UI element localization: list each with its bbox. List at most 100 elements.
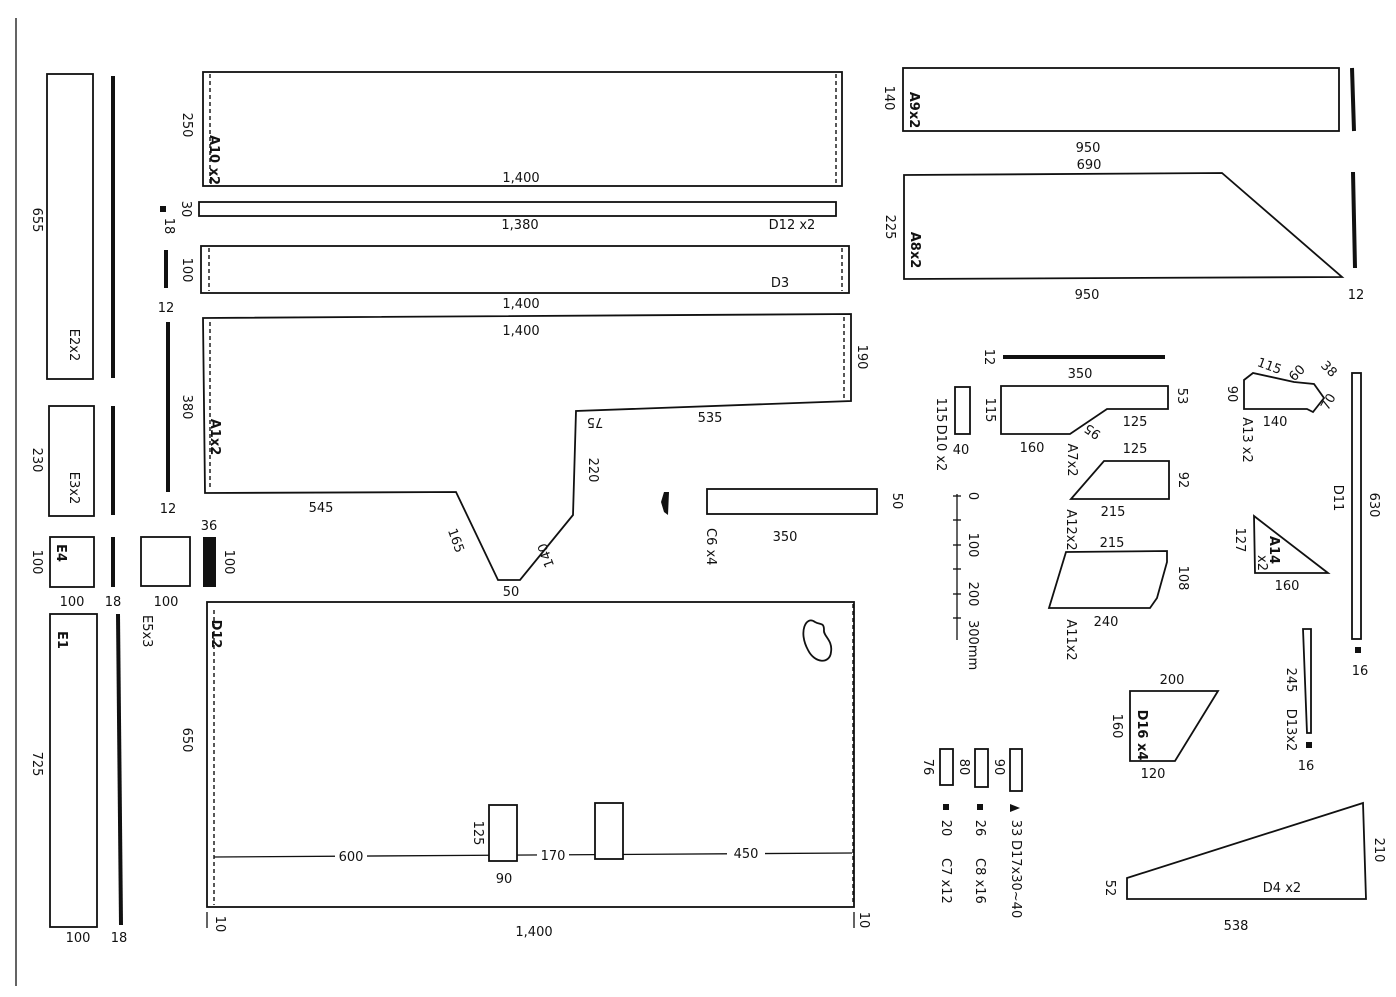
part-label-a12: A12x2 bbox=[1063, 509, 1078, 550]
dimension-label-a1-545: 545 bbox=[309, 501, 334, 516]
dimension-label-d3-h: 100 bbox=[179, 258, 194, 283]
dimension-label-a1-r: 190 bbox=[854, 345, 869, 370]
dimension-label-a7-53: 53 bbox=[1174, 388, 1189, 405]
dimension-label-a1-75: 75 bbox=[587, 414, 604, 429]
dimension-label-a11-108: 108 bbox=[1175, 566, 1190, 591]
dimension-label-a7-12: 12 bbox=[981, 349, 996, 366]
dimension-label-a7-125: 125 bbox=[1123, 415, 1148, 430]
dimension-label-e2-h: 655 bbox=[29, 208, 44, 233]
part-label-a8: A8x2 bbox=[907, 232, 922, 269]
dimension-label-a13-38: 38 bbox=[1317, 358, 1339, 380]
dimension-label-a9-h: 140 bbox=[881, 86, 896, 111]
dimension-label-e3-h: 230 bbox=[29, 448, 44, 473]
part-d4: 52 210 D4 x2 538 bbox=[1102, 801, 1386, 934]
part-a8: 690 225 A8x2 950 12 bbox=[882, 158, 1364, 303]
dimension-label-a13-70: 70 bbox=[1318, 391, 1339, 413]
part-a12: 125 92 215 A12x2 bbox=[1063, 442, 1190, 551]
dimension-label-e4-h: 100 bbox=[29, 550, 44, 575]
dimension-label-c8-t: 26 bbox=[972, 820, 987, 837]
dimension-label-a12-215: 215 bbox=[1101, 505, 1126, 520]
part-label-d3: D3 bbox=[771, 276, 789, 291]
part-label-a10: A10 x2 bbox=[206, 135, 221, 185]
part-label-d12a: D12 x2 bbox=[769, 218, 816, 233]
dimension-label-c7-h: 76 bbox=[920, 759, 935, 776]
dimension-label-c6-h: 50 bbox=[889, 493, 904, 510]
part-a9: 140 A9x2 950 bbox=[881, 67, 1356, 156]
dimension-label-t36: 36 bbox=[201, 519, 218, 534]
part-label-d17: D17x30~40 bbox=[1008, 840, 1023, 918]
dimension-label-e4-w: 100 bbox=[60, 595, 85, 610]
dimension-label-a1-140: 140 bbox=[535, 541, 558, 569]
part-label-e1: E1 bbox=[54, 631, 69, 649]
part-d16: 200 160 D16 x4 120 bbox=[1109, 673, 1220, 782]
dimension-label-d4-52: 52 bbox=[1102, 880, 1117, 897]
part-a7: 12 350 115 53 125 95 160 A7x2 bbox=[981, 349, 1189, 477]
part-c8: 80 26 C8 x16 bbox=[956, 748, 989, 904]
dimension-label-d12-w: 1,380 bbox=[501, 218, 538, 233]
dimension-label-a12-125: 125 bbox=[1123, 442, 1148, 457]
dimension-label-p-125: 125 bbox=[470, 821, 485, 846]
part-label-e5: E5x3 bbox=[139, 615, 154, 647]
dimension-label-e1-h: 725 bbox=[29, 752, 44, 777]
part-label-a13: A13 x2 bbox=[1239, 417, 1254, 463]
dimension-label-t12a: 12 bbox=[158, 301, 175, 316]
dimension-label-a1-165: 165 bbox=[444, 527, 467, 555]
part-a14: 127 A14 x2 160 bbox=[1232, 514, 1331, 594]
dimension-label-a14-127: 127 bbox=[1232, 528, 1247, 553]
dimension-label-a10-w: 1,400 bbox=[502, 171, 539, 186]
part-e5: 100 E5x3 bbox=[139, 536, 191, 647]
dimension-label-a8-top: 690 bbox=[1077, 158, 1102, 173]
dimension-label-d10-h: 115 bbox=[933, 398, 948, 423]
part-label-e4: E4 bbox=[53, 544, 68, 562]
part-d3: 100 D3 1,400 bbox=[179, 245, 850, 312]
part-label-d16: D16 x4 bbox=[1134, 710, 1149, 761]
part-label-d4: D4 x2 bbox=[1263, 881, 1301, 896]
dimension-label-d11-h: 630 bbox=[1366, 493, 1381, 518]
part-label-d10: D10 x2 bbox=[933, 425, 948, 472]
part-a11: 215 108 240 A11x2 bbox=[1047, 536, 1190, 661]
dimension-label-e1-w: 100 bbox=[66, 931, 91, 946]
dimension-label-a12-92: 92 bbox=[1175, 472, 1190, 489]
part-label-a14q: x2 bbox=[1254, 555, 1269, 571]
dimension-label-a1-535: 535 bbox=[698, 411, 723, 426]
dimension-label-c8-h: 80 bbox=[956, 759, 971, 776]
part-label-c6: C6 x4 bbox=[703, 528, 718, 565]
thickness-bars: 12 12 36 100 bbox=[158, 250, 236, 587]
dimension-label-p-90: 90 bbox=[496, 872, 513, 887]
dimension-label-a8-12: 12 bbox=[1348, 288, 1365, 303]
dimension-label-a7-115: 115 bbox=[982, 398, 997, 423]
dimension-label-a11-240: 240 bbox=[1094, 615, 1119, 630]
part-d12-panel: D12 650 600 125 90 170 450 1,400 10 10 bbox=[179, 601, 871, 940]
part-a10: 250 A10 x2 1,400 bbox=[179, 71, 843, 187]
part-label-d13: D13x2 bbox=[1283, 709, 1298, 752]
dimension-label-p-10b: 10 bbox=[856, 912, 871, 929]
part-label-e2: E2x2 bbox=[66, 329, 81, 361]
part-e4: 100 E4 100 18 bbox=[29, 536, 121, 610]
part-d11: D11 630 16 bbox=[1330, 372, 1381, 679]
part-label-a7: A7x2 bbox=[1064, 443, 1079, 476]
dimension-label-p-450: 450 bbox=[734, 847, 759, 862]
dimension-label-p-h: 650 bbox=[179, 728, 194, 753]
dimension-label-a9-w: 950 bbox=[1076, 141, 1101, 156]
dimension-label-d13-t: 16 bbox=[1298, 759, 1315, 774]
dimension-label-a1-50: 50 bbox=[503, 585, 520, 600]
dimension-label-a10-h: 250 bbox=[179, 113, 194, 138]
dimension-label-d16-120: 120 bbox=[1141, 767, 1166, 782]
dimension-label-d12-h: 30 bbox=[178, 201, 193, 218]
dimension-label-a14-160: 160 bbox=[1275, 579, 1300, 594]
part-c6: C6 x4 350 50 bbox=[661, 488, 904, 565]
part-label-d11: D11 bbox=[1330, 485, 1345, 512]
dimension-label-d16-160: 160 bbox=[1109, 714, 1124, 739]
dimension-label-t18b: 18 bbox=[111, 931, 128, 946]
dimension-label-a7-160: 160 bbox=[1020, 441, 1045, 456]
part-d12-strip: 30 18 1,380 D12 x2 bbox=[160, 201, 837, 234]
dimension-label-2: 200 bbox=[965, 582, 980, 607]
part-c7: 76 20 C7 x12 bbox=[920, 748, 954, 904]
dimension-label-p-170: 170 bbox=[541, 849, 566, 864]
part-label-d12b: D12 bbox=[208, 620, 223, 649]
dimension-label-a11-215: 215 bbox=[1100, 536, 1125, 551]
dimension-label-p-10a: 10 bbox=[212, 916, 227, 933]
dimension-label-d10-w: 40 bbox=[953, 443, 970, 458]
part-e2: 655 E2x2 bbox=[29, 73, 115, 380]
